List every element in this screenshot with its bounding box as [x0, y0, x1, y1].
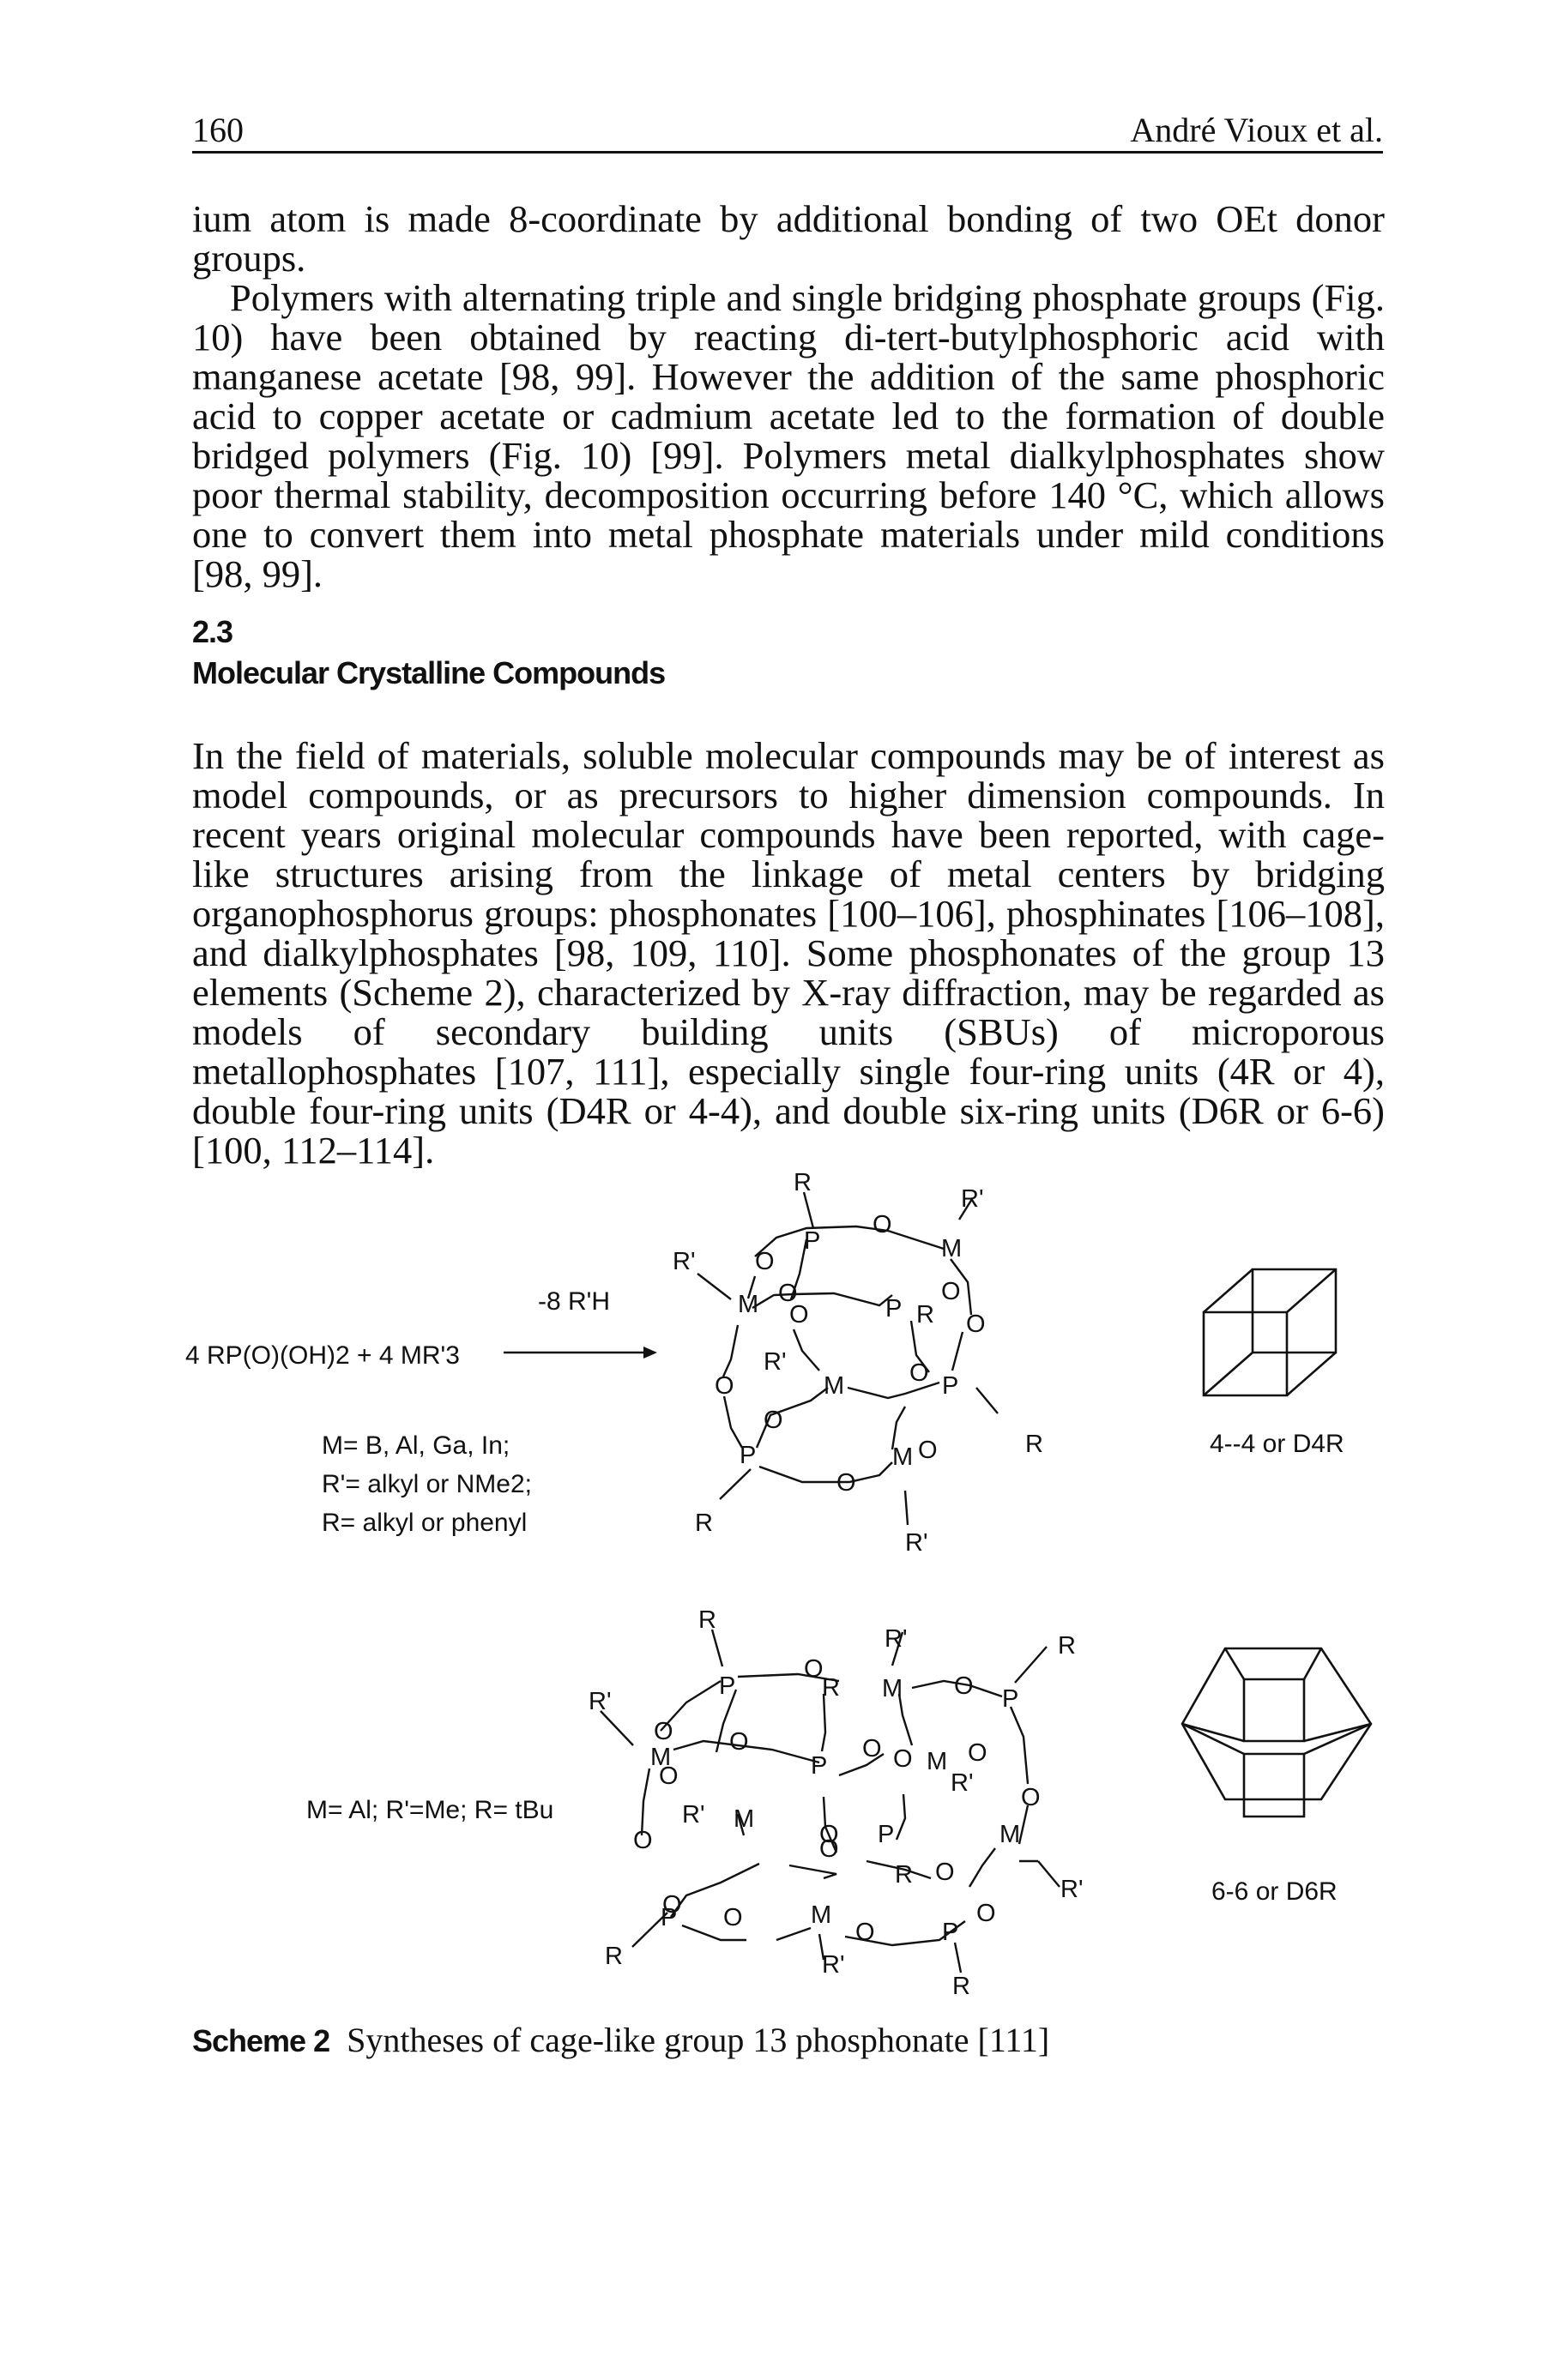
svg-text:R: R [895, 1861, 913, 1889]
caption-text: Syntheses of cage-like group 13 phosphon… [347, 2021, 1050, 2059]
svg-text:P: P [885, 1295, 902, 1323]
svg-text:P: P [811, 1752, 827, 1780]
svg-text:R': R' [905, 1529, 927, 1557]
body-text-top: ium atom is made 8-coordinate by additio… [192, 199, 1385, 593]
reaction-arrow-head [643, 1347, 657, 1359]
svg-text:R: R [952, 1973, 970, 2000]
svg-text:R: R [822, 1674, 840, 1702]
svg-text:O: O [1021, 1784, 1041, 1811]
svg-text:O: O [909, 1359, 929, 1387]
reactants-label: 4 RP(O)(OH)2 + 4 MR'3 [185, 1341, 460, 1370]
arrow-label: -8 R'H [538, 1287, 610, 1316]
d4r-cage-structure: R R' R' P O M O M O O P R O O O R' M O P… [673, 1169, 1043, 1557]
svg-text:P: P [942, 1919, 958, 1946]
svg-text:M: M [734, 1805, 754, 1833]
svg-text:O: O [729, 1728, 749, 1756]
svg-text:P: P [719, 1672, 735, 1700]
svg-text:R': R' [589, 1688, 611, 1715]
paragraph: In the field of materials, soluble molec… [192, 734, 1385, 1172]
svg-text:R: R [698, 1606, 716, 1634]
svg-text:M: M [738, 1291, 758, 1318]
svg-text:O: O [633, 1827, 653, 1854]
conditions-2: M= Al; R'=Me; R= tBu [306, 1796, 553, 1824]
svg-text:R': R' [673, 1248, 695, 1275]
svg-text:M: M [650, 1744, 671, 1771]
svg-text:O: O [723, 1904, 743, 1931]
svg-text:M: M [811, 1901, 831, 1929]
scheme-caption: Scheme 2 Syntheses of cage-like group 13… [192, 2020, 1049, 2060]
svg-text:R': R' [822, 1951, 844, 1979]
svg-text:M: M [999, 1821, 1020, 1848]
d6r-cage-structure: R R' R R' P O R M O P O M O O P O O M O … [589, 1606, 1083, 2000]
svg-text:R': R' [961, 1185, 983, 1213]
svg-text:R': R' [951, 1769, 973, 1797]
svg-text:R': R' [764, 1348, 786, 1376]
svg-text:O: O [941, 1278, 961, 1305]
paragraph: Polymers with alternating triple and sin… [192, 276, 1385, 595]
conditions-line: R'= alkyl or NMe2; [322, 1470, 532, 1498]
page-header: 160 André Vioux et al. [192, 106, 1383, 154]
svg-text:R: R [605, 1943, 623, 1970]
svg-text:O: O [968, 1739, 987, 1767]
svg-text:O: O [976, 1900, 996, 1927]
svg-text:M: M [941, 1235, 962, 1262]
page-number: 160 [192, 111, 244, 149]
svg-text:P: P [804, 1227, 820, 1255]
svg-text:M: M [927, 1748, 947, 1775]
svg-text:R: R [1025, 1431, 1043, 1458]
svg-text:M: M [824, 1372, 844, 1400]
svg-text:R: R [1058, 1632, 1076, 1660]
svg-text:O: O [764, 1407, 783, 1434]
svg-text:O: O [954, 1672, 974, 1700]
svg-text:O: O [659, 1762, 679, 1790]
svg-text:M: M [892, 1443, 913, 1471]
svg-text:R': R' [885, 1625, 907, 1653]
svg-text:P: P [661, 1904, 677, 1931]
svg-text:O: O [715, 1372, 734, 1400]
svg-text:O: O [778, 1280, 798, 1307]
svg-text:O: O [918, 1437, 938, 1464]
svg-text:R: R [794, 1169, 812, 1196]
svg-text:O: O [819, 1835, 839, 1863]
scheme-2-figure: 4 RP(O)(OH)2 + 4 MR'3 -8 R'H M= B, Al, G… [185, 1169, 1373, 2000]
section-number: 2.3 [192, 614, 233, 649]
svg-text:R': R' [682, 1801, 704, 1829]
svg-text:P: P [878, 1821, 894, 1848]
svg-text:O: O [855, 1919, 875, 1946]
cube-d4r-diagram [1202, 1268, 1338, 1397]
svg-text:P: P [942, 1372, 958, 1400]
svg-text:P: P [1002, 1685, 1018, 1713]
svg-text:P: P [740, 1442, 756, 1469]
hexagonal-prism-d6r-diagram [1181, 1647, 1373, 1818]
svg-text:O: O [935, 1859, 955, 1886]
conditions-line: R= alkyl or phenyl [322, 1509, 527, 1537]
paragraph: ium atom is made 8-coordinate by additio… [192, 197, 1385, 280]
svg-text:O: O [819, 1821, 839, 1848]
body-text-section: In the field of materials, soluble molec… [192, 736, 1385, 1170]
svg-text:O: O [966, 1311, 986, 1338]
running-authors: André Vioux et al. [1130, 111, 1383, 149]
svg-text:O: O [789, 1301, 809, 1329]
svg-text:O: O [893, 1745, 913, 1773]
svg-text:M: M [882, 1675, 903, 1702]
svg-text:R': R' [1060, 1876, 1083, 1903]
d6r-label: 6-6 or D6R [1211, 1877, 1338, 1906]
d4r-label: 4--4 or D4R [1210, 1430, 1344, 1458]
svg-text:O: O [804, 1655, 824, 1683]
svg-text:O: O [662, 1891, 682, 1919]
svg-text:O: O [836, 1469, 856, 1497]
svg-text:R: R [695, 1509, 713, 1537]
caption-label: Scheme 2 [192, 2023, 330, 2058]
svg-text:O: O [654, 1718, 673, 1745]
svg-text:O: O [862, 1735, 882, 1762]
svg-text:R: R [916, 1301, 934, 1329]
svg-text:O: O [873, 1211, 892, 1238]
conditions-line: M= B, Al, Ga, In; [322, 1431, 510, 1460]
svg-text:O: O [755, 1248, 775, 1275]
section-title: Molecular Crystalline Compounds [192, 655, 666, 690]
